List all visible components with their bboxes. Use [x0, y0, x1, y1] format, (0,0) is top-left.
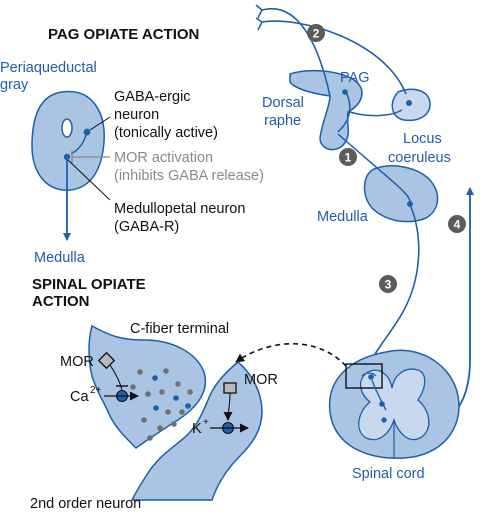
pag-heading: PAG OPIATE ACTION: [48, 26, 199, 43]
pathway-badge-1: [339, 148, 357, 166]
pathway-number-2: 2: [313, 27, 320, 41]
medullopetal-label-line2: (GABA-R): [114, 219, 179, 235]
mor-activation-label-line2: (inhibits GABA release): [114, 168, 264, 184]
dorsal-raphe-label-line1: Dorsal: [262, 95, 304, 111]
pathway-badge-2: [307, 24, 325, 42]
spinal-cord-label: Spinal cord: [352, 466, 425, 482]
medullopetal-label-line1: Medullopetal neuron: [114, 201, 245, 217]
c-fiber-terminal-shape: [88, 324, 207, 449]
medullopetal-neuron-soma: [63, 153, 71, 161]
spinal-heading-line2: ACTION: [32, 293, 90, 310]
enlargement-arrow: [235, 342, 347, 367]
medulla-output-label: Medulla: [34, 250, 86, 266]
descending-pathway-locus-end: [255, 17, 263, 31]
calcium-charge: 2+: [90, 385, 102, 396]
dorsal-raphe-label-line2: raphe: [264, 113, 301, 129]
pathway-number-3: 3: [385, 278, 392, 292]
pag-to-medulla-fiber: [337, 133, 411, 203]
pag-label: PAG: [340, 70, 370, 86]
pag-to-locus-fiber: [349, 109, 403, 117]
gaba-neuron-soma: [83, 128, 91, 136]
mor-left-label: MOR: [60, 354, 94, 370]
periaqueductal-label-line1: Periaqueductal: [0, 60, 97, 76]
descending-pathway-3: [365, 206, 420, 375]
pag-section-shape: [31, 90, 105, 191]
potassium-label: K: [192, 421, 202, 437]
gaba-neuron-leader: [89, 116, 111, 131]
descending-pathway-locus: [261, 20, 407, 95]
dorsal-horn-terminal: [368, 374, 374, 380]
locus-coeruleus-label-line1: Locus: [403, 131, 442, 147]
spinal-projection-fiber: [371, 379, 387, 411]
periaqueductal-label-line2: gray: [0, 77, 29, 93]
pag-neuron-soma: [342, 89, 348, 95]
medulla-shape: [363, 165, 439, 223]
spinal-projection-soma-2: [381, 417, 387, 423]
locus-neuron-soma: [406, 100, 412, 106]
vesicles: [130, 368, 193, 441]
mor-activation-label-line1: MOR activation: [114, 150, 213, 166]
medullopetal-leader: [67, 159, 111, 201]
pathway-number-1: 1: [345, 151, 352, 165]
pathway-badge-3: [379, 275, 397, 293]
pathway-number-4: 4: [454, 218, 461, 232]
spinal-heading-line1: SPINAL OPIATE: [32, 276, 146, 293]
medulla-neuron-soma: [407, 201, 413, 207]
spinal-projection-soma: [379, 401, 385, 407]
mor-right-label: MOR: [244, 372, 278, 388]
medulla-label: Medulla: [317, 209, 369, 225]
locus-coeruleus-label-line2: coeruleus: [388, 150, 451, 166]
dorsal-horn-highlight-box: [345, 363, 383, 389]
mor-to-calcium-channel-link: [109, 364, 123, 391]
mor-receptor-presynaptic: [97, 351, 116, 370]
aqueduct: [61, 118, 73, 138]
gaba-label-line3: (tonically active): [114, 125, 218, 141]
mor-receptor-postsynaptic: [223, 382, 237, 394]
pathway-badge-4: [448, 215, 466, 233]
descending-pathway-2: [261, 7, 331, 97]
pag-to-dorsal-raphe-fiber: [337, 91, 351, 133]
spinal-gray-matter: [358, 368, 430, 441]
second-order-neuron-label: 2nd order neuron: [30, 496, 141, 512]
descending-pathway-2-end: [255, 4, 263, 19]
calcium-label: Ca: [70, 389, 89, 405]
mor-to-potassium-channel-link: [223, 392, 233, 421]
gaba-label-line2: neuron: [114, 107, 159, 123]
c-fiber-label: C-fiber terminal: [130, 321, 229, 337]
potassium-charge: +: [203, 417, 209, 428]
dorsal-horn-synapse: [361, 372, 377, 377]
gaba-label-line1: GABA-ergic: [114, 89, 191, 105]
